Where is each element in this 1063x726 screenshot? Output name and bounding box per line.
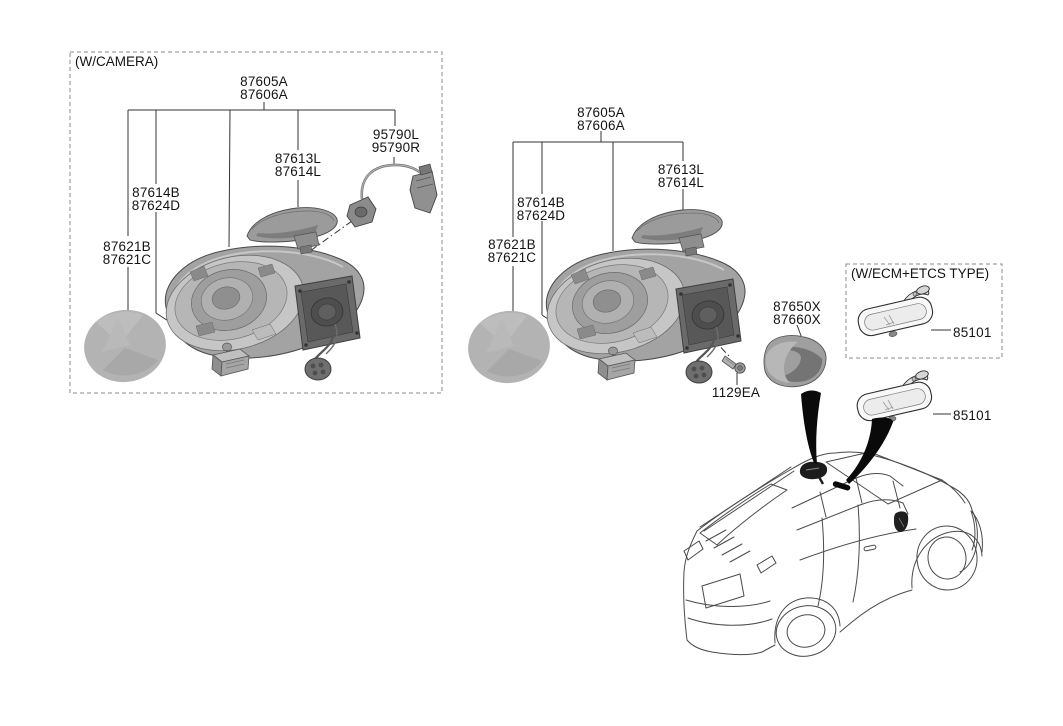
vehicle-drawing [683, 451, 983, 657]
camera-mirror-glass-drawing [78, 304, 172, 388]
label-camera-actuator: 87614B 87624D [131, 185, 181, 213]
inside-mirror-leader-lines [931, 329, 951, 415]
label-standard-mirror-assembly: 87605A 87606A [577, 105, 625, 133]
ecm-box-title: (W/ECM+ETCS TYPE) [851, 266, 990, 281]
standard-inside-mirror-drawing [854, 368, 935, 424]
part-number: 87621C [102, 252, 152, 267]
standard-mirror-glass-drawing [462, 305, 556, 389]
label-camera-mirror-assembly: 87605A 87606A [240, 74, 288, 102]
part-number: 87606A [240, 87, 288, 102]
part-number: 85101 [953, 408, 992, 423]
part-number: 87621C [487, 250, 537, 265]
part-number: 1129EA [711, 385, 761, 400]
inside-mirror-location-bar [832, 481, 851, 491]
label-camera-turn-signal-lamp: 87613L 87614L [274, 151, 322, 179]
part-number: 87621B [488, 237, 536, 252]
label-standard-inside-mirror: 85101 [953, 408, 992, 423]
camera-harness-drawing [346, 163, 438, 228]
part-number: 87605A [577, 105, 625, 120]
part-number: 87605A [240, 74, 288, 89]
part-number: 87606A [577, 118, 625, 133]
label-standard-turn-signal-lamp: 87613L 87614L [657, 162, 705, 190]
part-number: 87624D [516, 208, 566, 223]
label-standard-mirror-glass: 87621B 87621C [487, 237, 537, 265]
camera-box-title: (W/CAMERA) [75, 54, 159, 69]
camera-option-box [69, 51, 443, 394]
part-number: 87660X [773, 312, 821, 327]
bolt-drawing [721, 355, 746, 374]
label-bolt: 1129EA [711, 385, 761, 400]
part-number: 87650X [773, 299, 821, 314]
label-camera-mirror-glass: 87621B 87621C [102, 239, 152, 267]
part-number: 87614B [132, 185, 180, 200]
part-number: 95790L [372, 127, 420, 142]
mirror-cover-drawing [763, 335, 827, 388]
part-number: 85101 [953, 325, 992, 340]
label-mirror-cover: 87650X 87660X [773, 299, 821, 327]
part-number: 95790R [371, 140, 421, 155]
part-number: 87614B [517, 195, 565, 210]
label-ecm-inside-mirror: 85101 [953, 325, 992, 340]
part-number: 87613L [274, 151, 322, 166]
part-number: 87614L [657, 175, 705, 190]
label-standard-actuator: 87614B 87624D [516, 195, 566, 223]
locator-arrows [801, 390, 893, 491]
arrow-to-door-mirror [801, 390, 821, 464]
arrow-to-inside-mirror [846, 417, 893, 484]
standard-mirror-assembly-drawing [535, 243, 747, 385]
ecm-option-box [845, 263, 1003, 359]
ecm-inside-mirror-drawing [855, 283, 936, 339]
part-number: 87624D [131, 198, 181, 213]
label-camera-harness: 95790L 95790R [371, 127, 421, 155]
vehicle-mirror-markers [799, 461, 909, 532]
part-number: 87621B [103, 239, 151, 254]
part-number: 87614L [274, 164, 322, 179]
camera-mirror-assembly-drawing [154, 240, 366, 382]
part-number: 87613L [657, 162, 705, 177]
